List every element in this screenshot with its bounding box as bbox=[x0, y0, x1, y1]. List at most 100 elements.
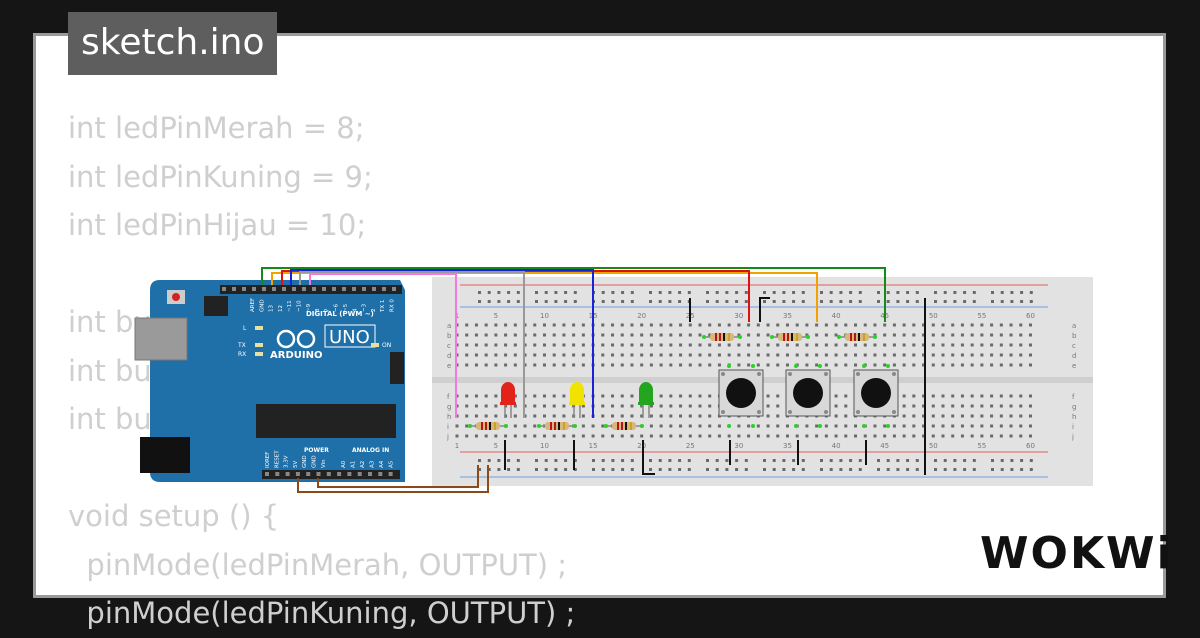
breadboard-hole bbox=[892, 353, 896, 357]
breadboard-hole bbox=[640, 404, 644, 408]
breadboard-hole bbox=[611, 353, 615, 357]
resistor-band bbox=[550, 422, 552, 430]
rail-hole bbox=[658, 468, 662, 471]
column-number: 20 bbox=[637, 442, 646, 450]
breadboard-hole bbox=[562, 353, 566, 357]
breadboard-hole bbox=[708, 363, 712, 367]
breadboard-hole bbox=[756, 434, 760, 438]
breadboard-hole bbox=[659, 394, 663, 398]
resistor-band bbox=[563, 422, 565, 430]
pin-connection bbox=[751, 364, 755, 368]
rail-hole bbox=[725, 468, 729, 471]
breadboard-hole bbox=[484, 353, 488, 357]
breadboard-hole bbox=[465, 333, 469, 337]
breadboard-hole bbox=[523, 414, 527, 418]
digital-pin-label: ~5 bbox=[343, 303, 349, 312]
header-pin bbox=[282, 287, 286, 291]
breadboard-hole bbox=[640, 353, 644, 357]
board-model-label: UNO bbox=[329, 327, 370, 348]
rail-hole bbox=[630, 459, 634, 462]
breadboard-hole bbox=[844, 404, 848, 408]
breadboard-hole bbox=[513, 353, 517, 357]
breadboard-hole bbox=[542, 434, 546, 438]
breadboard-hole bbox=[572, 363, 576, 367]
column-number: 45 bbox=[880, 442, 889, 450]
breadboard-hole bbox=[980, 363, 984, 367]
breadboard-hole bbox=[776, 323, 780, 327]
breadboard-hole bbox=[766, 363, 770, 367]
breadboard-hole bbox=[990, 343, 994, 347]
breadboard-hole bbox=[474, 363, 478, 367]
rail-hole bbox=[507, 468, 511, 471]
breadboard-hole bbox=[892, 333, 896, 337]
breadboard-hole bbox=[960, 424, 964, 428]
breadboard-hole bbox=[999, 434, 1003, 438]
pin-connection bbox=[770, 335, 774, 339]
rail-hole bbox=[725, 291, 729, 294]
breadboard-hole bbox=[737, 434, 741, 438]
breadboard-hole bbox=[572, 353, 576, 357]
breadboard-hole bbox=[999, 394, 1003, 398]
rail-hole bbox=[678, 459, 682, 462]
pushbutton-corner bbox=[856, 372, 860, 376]
breadboard-hole bbox=[727, 434, 731, 438]
row-letter: f bbox=[447, 393, 450, 401]
breadboard-hole bbox=[669, 414, 673, 418]
breadboard-hole bbox=[620, 343, 624, 347]
breadboard-hole bbox=[999, 333, 1003, 337]
pin-connection bbox=[886, 424, 890, 428]
rail-hole bbox=[564, 459, 568, 462]
code-preview: int ledPinMerah = 8;int ledPinKuning = 9… bbox=[68, 104, 575, 638]
rail-hole bbox=[858, 291, 862, 294]
status-led bbox=[255, 343, 263, 347]
rail-hole bbox=[972, 459, 976, 462]
breadboard-hole bbox=[542, 404, 546, 408]
breadboard-hole bbox=[766, 414, 770, 418]
rail-hole bbox=[963, 459, 967, 462]
breadboard-hole bbox=[834, 434, 838, 438]
breadboard-hole bbox=[785, 343, 789, 347]
header-pin bbox=[232, 287, 236, 291]
rail-hole bbox=[943, 468, 947, 471]
rail-hole bbox=[839, 291, 843, 294]
rail-hole bbox=[991, 459, 994, 462]
breadboard-hole bbox=[941, 333, 945, 337]
breadboard-hole bbox=[620, 353, 624, 357]
breadboard-hole bbox=[766, 353, 770, 357]
breadboard-hole bbox=[601, 434, 605, 438]
rail-hole bbox=[763, 468, 766, 471]
breadboard-hole bbox=[1028, 343, 1032, 347]
breadboard-hole bbox=[883, 424, 887, 428]
rail-hole bbox=[668, 300, 672, 303]
breadboard-hole bbox=[465, 414, 469, 418]
breadboard-hole bbox=[737, 343, 741, 347]
breadboard-hole bbox=[756, 353, 760, 357]
breadboard-hole bbox=[484, 414, 488, 418]
rail-hole bbox=[544, 300, 548, 303]
breadboard-hole bbox=[572, 343, 576, 347]
breadboard-hole bbox=[990, 434, 994, 438]
breadboard-hole bbox=[474, 404, 478, 408]
breadboard-hole bbox=[902, 404, 906, 408]
breadboard-hole bbox=[523, 434, 527, 438]
pin-connection bbox=[738, 335, 742, 339]
rail-hole bbox=[829, 300, 833, 303]
rail-hole bbox=[678, 300, 682, 303]
digital-pin-label: ~3 bbox=[362, 303, 368, 312]
row-letter: i bbox=[447, 423, 449, 431]
column-number: 5 bbox=[494, 442, 498, 450]
rail-hole bbox=[725, 459, 729, 462]
breadboard-hole bbox=[902, 414, 906, 418]
breadboard-hole bbox=[630, 404, 634, 408]
usb-port bbox=[134, 317, 188, 361]
rail-hole bbox=[649, 291, 652, 294]
breadboard-hole bbox=[1009, 353, 1013, 357]
code-line: int ledPinKuning = 9; bbox=[68, 159, 373, 194]
breadboard-hole bbox=[630, 353, 634, 357]
pushbutton-corner bbox=[757, 372, 761, 376]
breadboard-hole bbox=[688, 434, 692, 438]
breadboard-hole bbox=[980, 353, 984, 357]
breadboard-hole bbox=[620, 404, 624, 408]
rail-hole bbox=[715, 300, 719, 303]
analog-pin-label: A0 bbox=[341, 460, 347, 468]
